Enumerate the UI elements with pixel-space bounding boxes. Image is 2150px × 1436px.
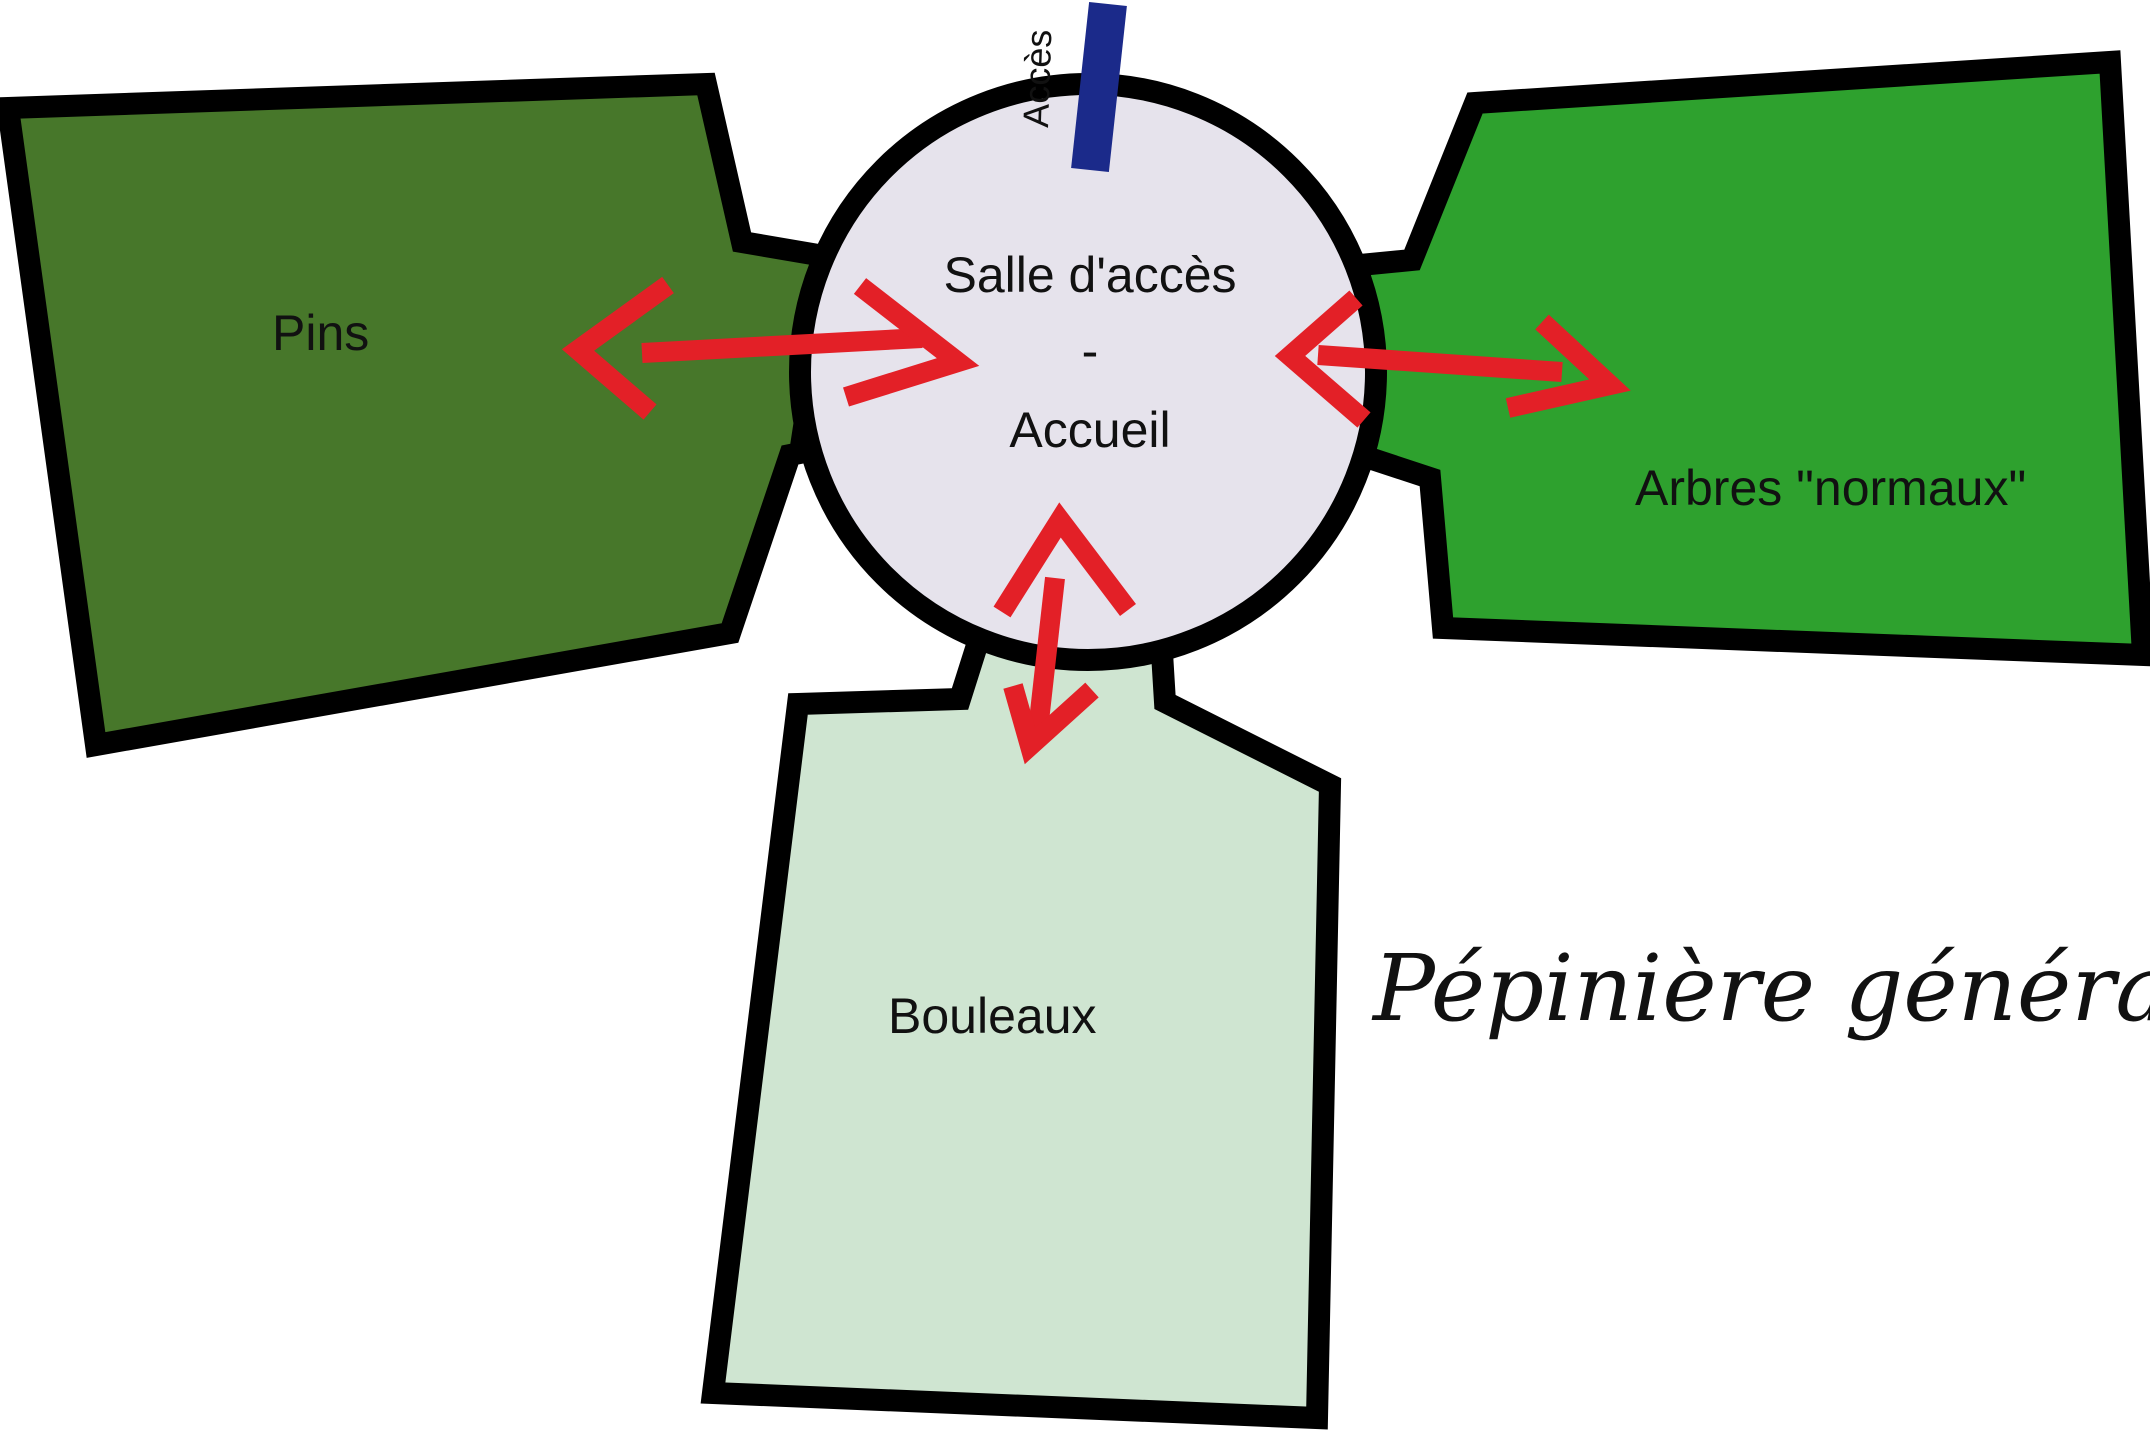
- arrow-pins-head: [561, 276, 674, 420]
- arrow-accueil-head-down: [993, 502, 1136, 618]
- label-accueil-line3: Accueil: [1009, 402, 1170, 458]
- arrow-normaux-accueil-shaft: [1317, 345, 1563, 382]
- arrow-pins-accueil-shaft: [641, 328, 923, 363]
- diagram-title: Pépinière générale: [1371, 935, 2150, 1042]
- label-arbres-normaux: Arbres "normaux": [1635, 460, 2026, 516]
- label-pins: Pins: [272, 305, 369, 361]
- arrow-accueil-head-right: [1274, 290, 1371, 428]
- arrow-bouleaux-head: [1003, 682, 1099, 765]
- arrow-bouleaux-accueil-shaft: [1028, 576, 1065, 732]
- zone-arbres-normaux: [1349, 50, 2150, 667]
- arrow-accueil-head-left: [843, 278, 980, 407]
- zone-bouleaux: [700, 609, 1342, 1430]
- access-label: Accès: [1015, 29, 1059, 128]
- arrows-group: [561, 276, 1631, 765]
- arrow-normaux-head: [1505, 314, 1631, 418]
- label-accueil-line2: -: [1082, 323, 1099, 379]
- access-bar: [1071, 1, 1127, 173]
- zone-pins: [0, 72, 843, 758]
- label-accueil-line1: Salle d'accès: [943, 247, 1236, 303]
- label-bouleaux: Bouleaux: [888, 988, 1097, 1044]
